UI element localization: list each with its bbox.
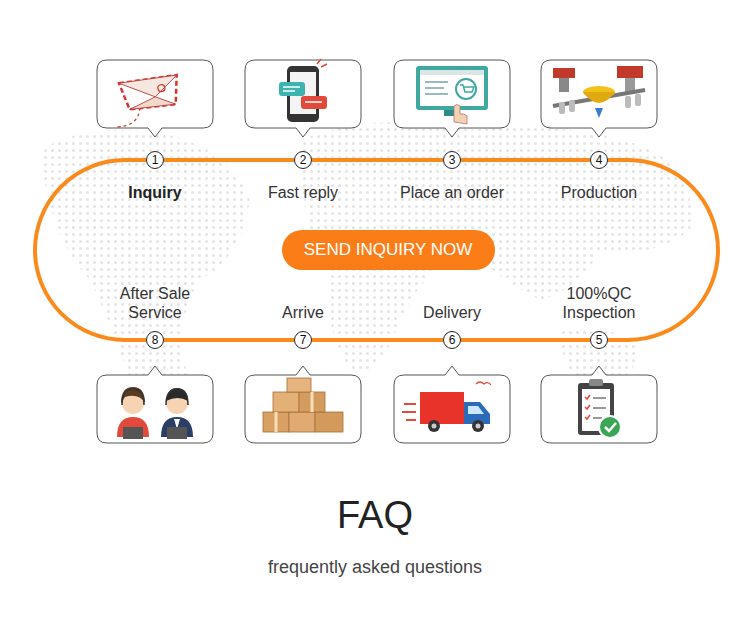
step-number: 7: [300, 334, 307, 346]
boxes-icon: [263, 378, 343, 432]
page-heading: FAQ: [0, 494, 750, 537]
step-number: 4: [596, 154, 603, 166]
icon-bubbles: [97, 60, 657, 443]
step-circle: 6Delivery: [443, 331, 461, 349]
step-circle: 7Arrive: [294, 331, 312, 349]
loop-connector: [461, 338, 590, 342]
loop-connector: [164, 338, 294, 342]
step-label: Place an order: [377, 183, 527, 202]
step-circle: 3Place an order: [443, 151, 461, 169]
world-map: [40, 122, 691, 400]
step-label: Delivery: [387, 303, 517, 322]
monitor-icon: [416, 66, 488, 124]
loop-connector: [312, 338, 443, 342]
step-circle: 5100%QC Inspection: [590, 331, 608, 349]
loop-connector: [312, 158, 443, 162]
step-label: Production: [524, 183, 674, 202]
step-label: Arrive: [238, 303, 368, 322]
step-number: 6: [449, 334, 456, 346]
step-label: 100%QC Inspection: [549, 284, 649, 322]
step-number: 8: [152, 334, 159, 346]
step-label: Fast reply: [228, 183, 378, 202]
truck-icon: [402, 382, 491, 432]
step-circle: 2Fast reply: [294, 151, 312, 169]
clipboard-icon: [578, 379, 621, 438]
step-number: 2: [300, 154, 307, 166]
production-icon: [553, 66, 645, 118]
step-circle: 8After Sale Service: [146, 331, 164, 349]
page-caption: frequently asked questions: [0, 557, 750, 578]
step-number: 5: [596, 334, 603, 346]
loop-connector: [164, 158, 294, 162]
step-number: 1: [152, 154, 159, 166]
button-label: SEND INQUIRY NOW: [304, 240, 472, 260]
step-circle: 4Production: [590, 151, 608, 169]
step-number: 3: [449, 154, 456, 166]
support-people-icon: [117, 387, 193, 439]
step-circle: 1Inquiry: [146, 151, 164, 169]
envelope-icon: [107, 69, 185, 127]
phone-icon: [279, 59, 327, 122]
step-label: Inquiry: [80, 183, 230, 202]
inquiry-button: SEND INQUIRY NOW: [282, 230, 495, 270]
loop-connector: [461, 158, 590, 162]
step-label: After Sale Service: [100, 284, 210, 322]
